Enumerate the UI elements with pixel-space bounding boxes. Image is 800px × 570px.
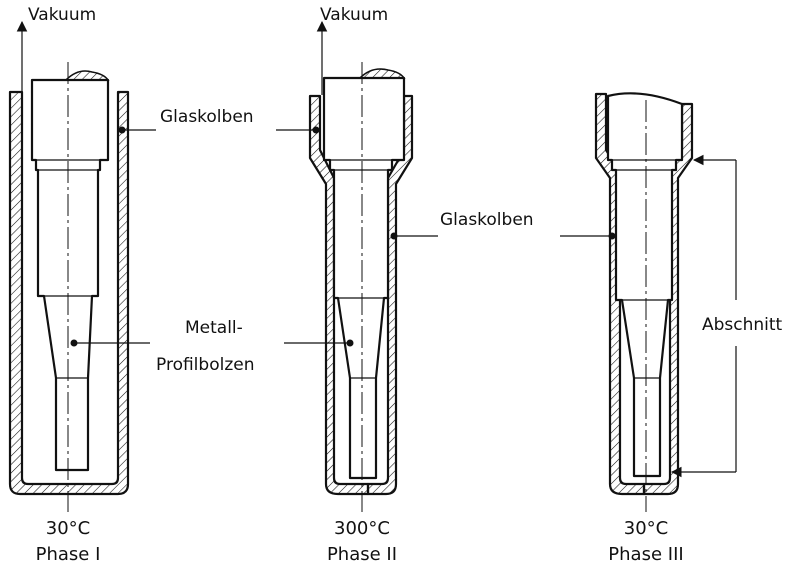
profile-bolt-1 (30, 78, 110, 472)
phase-1-name: Phase I (36, 544, 101, 565)
metall-label: Metall- (185, 318, 243, 338)
bolt-cut-1 (64, 70, 110, 81)
glass-tube-1 (8, 90, 130, 496)
profile-bolt-3 (606, 92, 684, 478)
profilbolzen-label: Profilbolzen (156, 355, 254, 375)
abschnitt-label: Abschnitt (702, 315, 783, 335)
glaskolben-label-top: Glaskolben (160, 107, 254, 127)
glass-tube-2-right (366, 94, 414, 496)
vakuum-label-1: Vakuum (28, 5, 96, 25)
phase-3-name: Phase III (608, 544, 683, 565)
phase-2-name: Phase II (327, 544, 397, 565)
glaskolben-label-middle: Glaskolben (440, 210, 534, 230)
bolt-cut-2 (358, 68, 406, 79)
phase-1-temp: 30°C (46, 518, 90, 539)
phase-1-drawing (8, 20, 130, 512)
phase-3-temp: 30°C (624, 518, 668, 539)
phase-2-drawing (308, 20, 414, 512)
phase-3-drawing (594, 92, 737, 512)
vakuum-label-2: Vakuum (320, 5, 388, 25)
phase-2-temp: 300°C (334, 518, 390, 539)
glass-tube-3-right (642, 102, 694, 496)
